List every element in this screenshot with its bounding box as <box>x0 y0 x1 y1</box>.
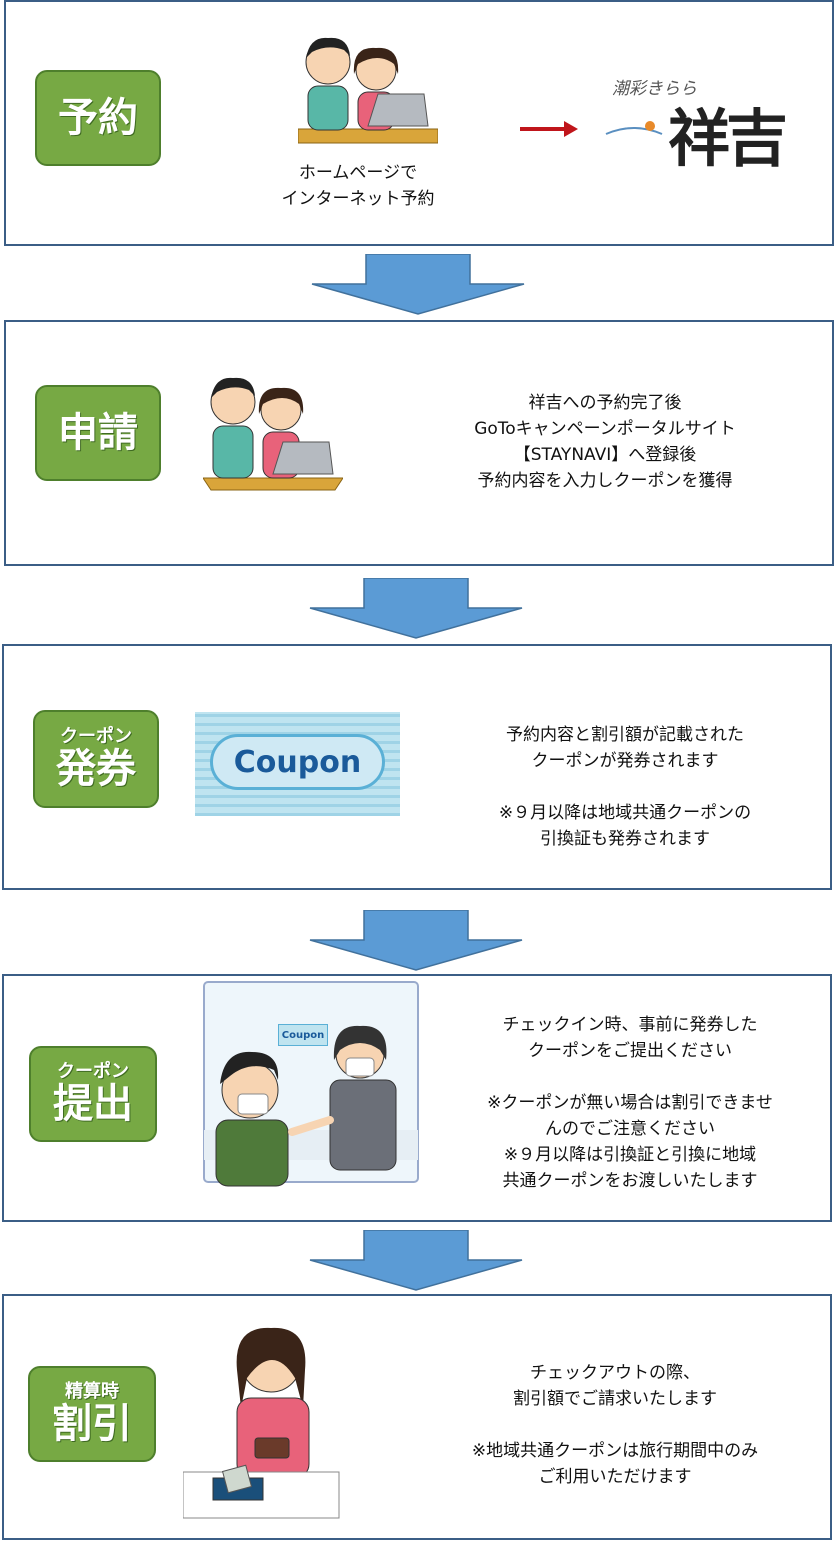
desc-line: クーポンをご提出ください <box>528 1041 732 1061</box>
logo-subtitle: 潮彩きらら <box>612 79 697 99</box>
desc-line: 共通クーポンをお渡しいたします <box>502 1171 758 1191</box>
issue-description: 予約内容と割引額が記載された クーポンが発券されます ※９月以降は地域共通クーポ… <box>450 722 800 852</box>
couple-laptop-illustration <box>203 377 343 491</box>
badge-label: 提出 <box>53 1080 133 1127</box>
desc-line: 祥吉への予約完了後 <box>528 393 682 413</box>
reservation-caption: ホームページで インターネット予約 <box>258 160 458 212</box>
coupon-label: Coupon <box>210 734 385 790</box>
badge-reservation: 予約 <box>35 70 161 166</box>
desc-line: ※地域共通クーポンは旅行期間中のみ <box>471 1441 759 1461</box>
desc-line: ※９月以降は地域共通クーポンの <box>498 803 752 823</box>
badge-submit: クーポン 提出 <box>29 1046 157 1142</box>
submit-description: チェックイン時、事前に発券した クーポンをご提出ください ※クーポンが無い場合は… <box>440 1012 820 1194</box>
desc-line: 予約内容を入力しクーポンを獲得 <box>477 471 733 491</box>
desc-line <box>440 1064 820 1090</box>
desc-line: 予約内容と割引額が記載された <box>506 725 744 745</box>
badge-label: 割引 <box>52 1400 132 1447</box>
badge-discount: 精算時 割引 <box>28 1366 156 1462</box>
desc-line: 引換証も発券されます <box>540 829 710 849</box>
caption-line: インターネット予約 <box>281 189 435 209</box>
badge-label: 予約 <box>58 95 138 141</box>
desc-line <box>420 1412 810 1438</box>
badge-sublabel: クーポン <box>57 1061 129 1083</box>
desc-line: ご利用いただけます <box>538 1467 692 1487</box>
right-arrow-icon <box>520 121 578 137</box>
application-description: 祥吉への予約完了後 GoToキャンペーンポータルサイト 【STAYNAVI】へ登… <box>440 390 770 494</box>
badge-sublabel: 精算時 <box>65 1381 119 1403</box>
coupon-card-illustration: Coupon <box>195 712 400 816</box>
desc-line: 割引額でご請求いたします <box>513 1389 717 1409</box>
paying-woman-illustration <box>183 1327 340 1519</box>
hotel-logo: 潮彩きらら 祥吉 <box>600 68 790 178</box>
counter-exchange-illustration <box>203 981 419 1187</box>
desc-line: チェックイン時、事前に発券した <box>502 1015 758 1035</box>
logo-sun-icon <box>605 121 663 135</box>
badge-application: 申請 <box>35 385 161 481</box>
badge-issue: クーポン 発券 <box>33 710 159 808</box>
down-arrow-icon <box>309 910 523 971</box>
desc-line: チェックアウトの際、 <box>530 1363 700 1383</box>
desc-line: ※９月以降は引換証と引換に地域 <box>503 1145 757 1165</box>
badge-label: 発券 <box>56 745 136 792</box>
desc-line: ※クーポンが無い場合は割引できませ <box>487 1093 773 1113</box>
badge-label: 申請 <box>58 410 138 456</box>
down-arrow-icon <box>309 578 523 639</box>
desc-line <box>450 774 800 800</box>
badge-sublabel: クーポン <box>60 726 132 748</box>
mini-coupon-label: Coupon <box>278 1024 328 1046</box>
couple-laptop-illustration <box>298 37 438 144</box>
desc-line: 【STAYNAVI】へ登録後 <box>513 445 697 465</box>
discount-description: チェックアウトの際、 割引額でご請求いたします ※地域共通クーポンは旅行期間中の… <box>420 1360 810 1490</box>
desc-line: んのでご注意ください <box>545 1119 715 1139</box>
desc-line: GoToキャンペーンポータルサイト <box>474 419 736 439</box>
desc-line: クーポンが発券されます <box>531 751 719 771</box>
down-arrow-icon <box>309 1230 523 1291</box>
caption-line: ホームページで <box>298 163 418 183</box>
down-arrow-icon <box>311 254 525 315</box>
logo-title: 祥吉 <box>668 102 788 175</box>
